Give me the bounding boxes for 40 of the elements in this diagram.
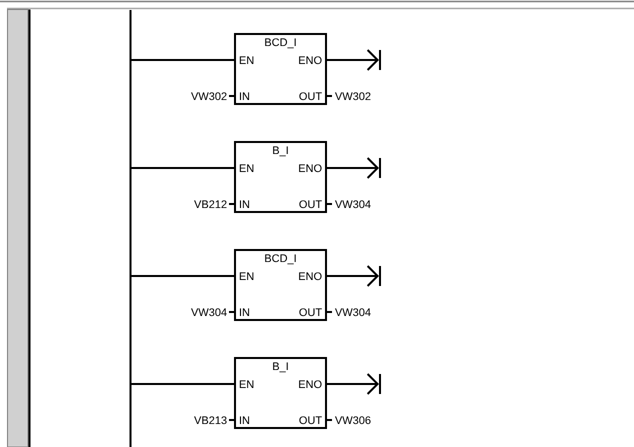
pin-label: IN (240, 92, 250, 100)
operand-label: VW304 (334, 200, 371, 208)
operand-label: VB212 (194, 200, 227, 208)
function-block (234, 141, 327, 213)
pin-label: IN (240, 200, 250, 208)
pin-label: IN (240, 416, 250, 424)
block-title: B_I (273, 362, 288, 372)
function-block (234, 357, 327, 429)
pin-label: EN (240, 380, 254, 388)
block-title: BCD_I (265, 38, 296, 48)
function-block (234, 33, 327, 105)
arrow (326, 265, 379, 287)
operand-label: VW304 (191, 308, 227, 316)
operand-label: VB213 (194, 416, 227, 424)
arrow (326, 157, 379, 179)
operand-label: VW302 (191, 92, 227, 100)
arrow (326, 49, 379, 71)
pin-label: OUT (299, 308, 322, 316)
pin-label: ENO (299, 272, 322, 280)
pin-label: ENO (299, 380, 322, 388)
pin-label: OUT (299, 200, 322, 208)
function-block (234, 249, 327, 321)
arrow (326, 373, 379, 395)
pin-label: EN (240, 272, 254, 280)
pin-label: EN (240, 56, 254, 64)
block-title: B_I (273, 146, 288, 156)
pin-label: OUT (299, 92, 322, 100)
operand-label: VW304 (334, 308, 371, 316)
pin-label: IN (240, 308, 250, 316)
rung-line (132, 167, 235, 169)
rung-line (132, 275, 235, 277)
operand-label: VW306 (334, 416, 371, 424)
pin-label: OUT (299, 416, 322, 424)
pin-label: ENO (299, 164, 322, 172)
pin-label: ENO (299, 56, 322, 64)
block-title: BCD_I (265, 254, 296, 264)
rung-line (132, 59, 235, 61)
rung-line (132, 383, 235, 385)
pin-label: EN (240, 164, 254, 172)
operand-label: VW302 (334, 92, 370, 100)
